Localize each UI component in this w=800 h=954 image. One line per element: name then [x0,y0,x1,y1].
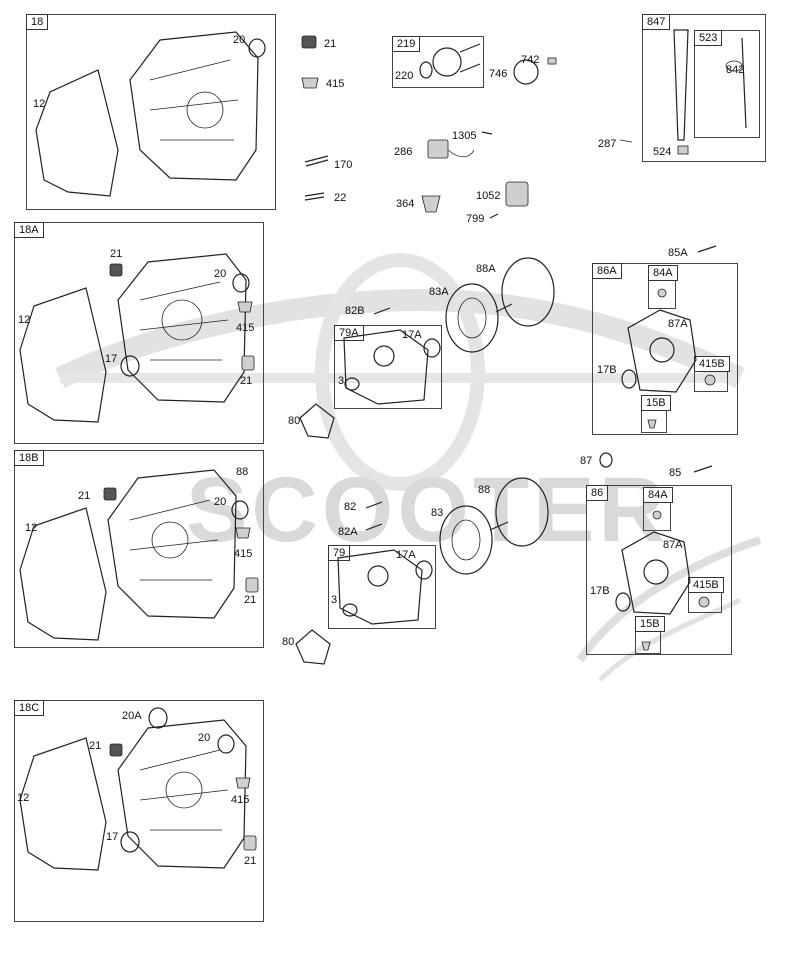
label-82A: 82A [338,526,358,538]
label-21: 21 [324,38,337,50]
subpanel-15B-bottom-tag: 15B [635,616,665,632]
panel-79A-tag: 79A [334,325,364,341]
label-18-12: 12 [33,98,46,110]
label-17A-bottom: 17A [396,549,416,561]
label-746: 746 [489,68,508,80]
sump-cover-79A [343,329,441,405]
label-18A-21: 21 [110,248,123,260]
panel-18B-tag: 18B [14,450,44,466]
label-18C-20A: 20A [122,710,142,722]
label-88: 88 [478,484,491,496]
subpanel-415B-top-tag: 415B [694,356,730,372]
label-80-top: 80 [288,415,301,427]
label-88A: 88A [476,263,496,275]
label-3-top: 3 [338,375,345,387]
label-18C-415: 415 [231,794,250,806]
panel-523 [694,30,760,138]
crankcase-cover-18 [129,31,259,181]
label-18A-17: 17 [105,353,118,365]
label-1052: 1052 [476,190,501,202]
label-364: 364 [396,198,415,210]
label-18C-17: 17 [106,831,119,843]
panel-86A [592,263,738,435]
label-17A-top: 17A [402,329,422,341]
label-87A-top: 87A [668,318,688,330]
label-18B-415: 415 [234,548,253,560]
panel-18-tag: 18 [26,14,49,30]
label-18B-21b: 21 [244,594,257,606]
label-18C-12: 12 [17,792,30,804]
subpanel-84A-bottom-tag: 84A [643,487,673,503]
label-80-bottom: 80 [282,636,295,648]
reducer-cover-86 [615,510,710,651]
panel-18B [14,450,264,648]
panel-847 [642,14,766,162]
panel-79 [328,545,436,629]
panel-86A-tag: 86A [592,263,622,279]
crankcase-cover-18C [117,719,247,869]
crankcase-cover-18B [107,469,237,619]
label-415: 415 [326,78,345,90]
label-85A: 85A [668,247,688,259]
label-83: 83 [431,507,444,519]
label-83A: 83A [429,286,449,298]
label-742: 742 [521,54,540,66]
watermark-text: SCOOTER [186,459,669,561]
label-18B-20: 20 [214,496,227,508]
label-286: 286 [394,146,413,158]
label-85: 85 [669,467,682,479]
label-170: 170 [334,159,353,171]
sump-cover-79 [337,549,433,625]
label-799: 799 [466,213,485,225]
panel-523-tag: 523 [694,30,723,46]
panel-18A-tag: 18A [14,222,44,238]
panel-219 [392,36,484,88]
reducer-cover-86A [621,288,716,429]
label-18C-21b: 21 [244,855,257,867]
label-1305: 1305 [452,130,477,142]
label-18A-12: 12 [18,314,31,326]
panel-86-tag: 86 [586,485,609,501]
label-18A-415: 415 [236,322,255,334]
panel-18A [14,222,264,444]
gasket-18A [19,287,107,423]
label-18B-12: 12 [25,522,38,534]
subpanel-415B-bottom-tag: 415B [688,577,724,593]
label-87A-bottom: 87A [663,539,683,551]
gasket-18 [35,69,119,197]
label-82B: 82B [345,305,365,317]
label-18C-20: 20 [198,732,211,744]
subpanel-15B-top-tag: 15B [641,395,671,411]
label-87: 87 [580,455,593,467]
panel-18C [14,700,264,922]
crankcase-cover-18A [117,253,247,403]
label-18B-88: 88 [236,466,249,478]
gasket-18B [19,507,107,641]
subpanel-84A-top-tag: 84A [648,265,678,281]
label-287: 287 [598,138,617,150]
label-3-bottom: 3 [331,594,338,606]
label-17B-bottom: 17B [590,585,610,597]
label-17B-top: 17B [597,364,617,376]
gasket-18C [19,737,107,871]
label-82: 82 [344,501,357,513]
panel-86 [586,485,732,655]
panel-847-tag: 847 [642,14,671,30]
label-18B-21: 21 [78,490,91,502]
label-22: 22 [334,192,347,204]
label-18A-21b: 21 [240,375,253,387]
label-18A-20: 20 [214,268,227,280]
panel-18C-tag: 18C [14,700,45,716]
label-18-20: 20 [233,34,246,46]
label-220: 220 [395,70,414,82]
label-18C-21: 21 [89,740,102,752]
panel-79A [334,325,442,409]
label-524: 524 [653,146,672,158]
panel-18 [26,14,276,210]
panel-219-tag: 219 [392,36,421,52]
label-842: 842 [726,64,745,76]
